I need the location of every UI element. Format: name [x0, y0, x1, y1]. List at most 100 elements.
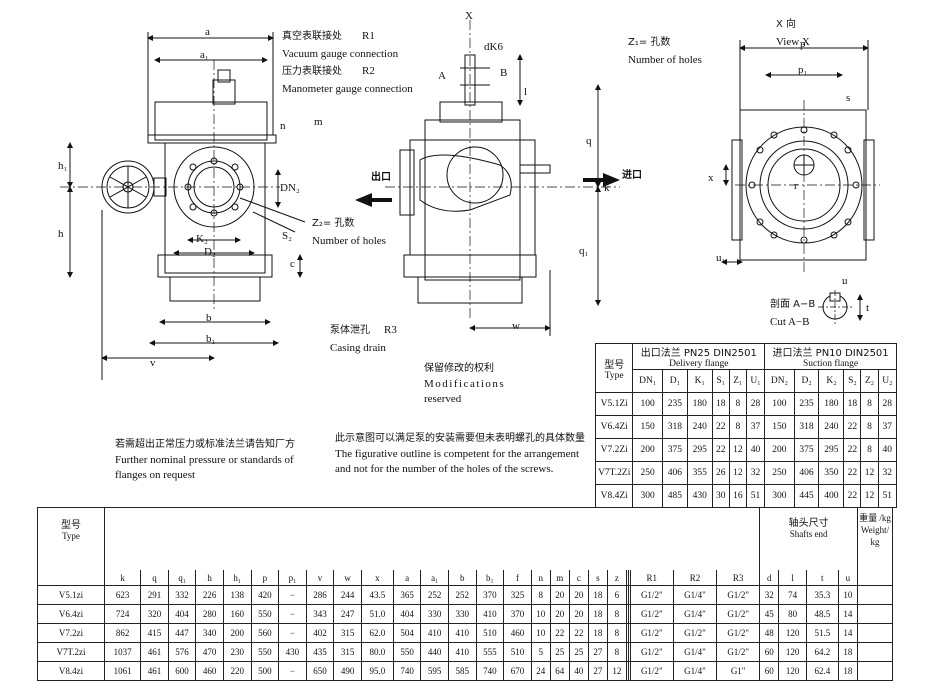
flange-col-header: S₂: [843, 369, 862, 393]
dim-h: h: [58, 228, 64, 240]
main-cell: 95.0: [360, 661, 394, 681]
flange-col-header: DN₁: [632, 369, 663, 393]
main-col-header: b₁: [475, 570, 505, 586]
view-x-caption: X 向 View X: [776, 14, 810, 50]
dim-m: m: [314, 116, 323, 128]
main-col-header: n: [530, 570, 551, 586]
main-cell: 447: [167, 623, 197, 643]
dim-n: n: [280, 120, 286, 132]
main-cell: 14: [837, 623, 859, 643]
callout-r3: 泵体泄孔 R3 Casing drain: [330, 320, 397, 356]
callout-r1: 真空表联接处 R1 Vacuum gauge connection: [282, 26, 398, 62]
main-cell: 315: [333, 623, 362, 643]
figure-note: 此示意图可以满足泵的安装需要但未表明螺孔的具体数量 The figurative…: [335, 430, 585, 476]
main-cell: 325: [503, 585, 532, 605]
flange-type-en: Type: [604, 370, 624, 381]
flange-cell: 22: [843, 484, 862, 508]
main-cell: 138: [222, 585, 252, 605]
flange-cell: 180: [686, 392, 713, 416]
flange-cell: 200: [764, 438, 795, 462]
main-cell: 420: [250, 585, 280, 605]
main-col-header: R1: [629, 570, 674, 586]
dimension-table: 型号 Type 轴头尺寸 Shafts end 重量 /kg Weight/ k…: [37, 507, 893, 681]
flange-cell: 8: [860, 392, 879, 416]
flange-col-header: D₂: [793, 369, 820, 393]
dim-k: k: [604, 182, 610, 194]
main-cell: 461: [140, 661, 169, 681]
main-cell: 64: [549, 661, 570, 681]
outlet-label: 出口: [371, 172, 391, 183]
main-cell: 64.2: [805, 642, 839, 662]
callout-z2: Z₂= 孔数 Number of holes: [312, 213, 386, 249]
main-cell: G1/2": [629, 642, 674, 662]
main-cell: G1": [716, 661, 761, 681]
fig-cn: 此示意图可以满足泵的安装需要但未表明螺孔的具体数量: [335, 433, 585, 444]
dim-c: c: [290, 258, 295, 270]
main-cell: 120: [778, 661, 807, 681]
main-col-header: z: [606, 570, 627, 586]
main-cell: 291: [140, 585, 169, 605]
main-cell: 20: [568, 585, 589, 605]
dim-v: v: [150, 357, 156, 369]
main-cell: 12: [606, 661, 627, 681]
main-col-header: f: [503, 570, 532, 586]
main-row-type: V8.4zi: [37, 661, 105, 681]
main-row-type: V6.4zi: [37, 604, 105, 624]
main-cell: 20: [568, 604, 589, 624]
flange-cell: 12: [860, 461, 879, 485]
main-cell: 600: [167, 661, 197, 681]
flange-cell: 40: [745, 438, 766, 462]
dim-h1: h₁: [58, 160, 68, 172]
dim-q: q: [586, 135, 592, 147]
main-cell: 14: [837, 604, 859, 624]
flange-cell: 100: [764, 392, 795, 416]
flange-col-header: K₂: [818, 369, 845, 393]
view-x: [721, 40, 880, 325]
flange-cell: 8: [860, 415, 879, 439]
shaft-en: Shafts end: [789, 529, 828, 539]
flange-cell: 8: [728, 415, 747, 439]
main-cell: 32: [759, 585, 780, 605]
dim-b: b: [206, 312, 212, 324]
flange-cell: 200: [632, 438, 663, 462]
main-cell: 252: [447, 585, 477, 605]
main-cell: 585: [447, 661, 477, 681]
r1-en: Vacuum gauge connection: [282, 48, 399, 60]
main-col-header: a: [392, 570, 422, 586]
delivery-header: 出口法兰 PN25 DIN2501 Delivery flange: [632, 343, 766, 370]
main-cell: 35.3: [805, 585, 839, 605]
main-cell: −: [278, 604, 307, 624]
flange-cell: 375: [793, 438, 820, 462]
main-cell: −: [278, 585, 307, 605]
main-cell: 20: [549, 585, 570, 605]
flange-cell: 150: [632, 415, 663, 439]
flange-cell: 32: [745, 461, 766, 485]
main-cell: 10: [530, 623, 551, 643]
flange-cell: 300: [764, 484, 795, 508]
z2-en: Number of holes: [312, 235, 386, 247]
main-cell: 460: [195, 661, 224, 681]
flange-cell: 485: [661, 484, 688, 508]
main-cell: G1/4": [672, 604, 718, 624]
main-type-en: Type: [62, 531, 80, 541]
flange-cell: 235: [661, 392, 688, 416]
dim-u: u: [842, 275, 848, 287]
dim-w: w: [512, 320, 520, 332]
flange-cell: 18: [711, 392, 730, 416]
inlet-label: 进口: [622, 170, 642, 181]
flange-type-header: 型号 Type: [594, 343, 634, 393]
press-cn: 若需超出正常压力或标准法兰请告知厂方: [115, 439, 295, 450]
main-cell: −: [278, 623, 307, 643]
flange-cell: 12: [860, 484, 879, 508]
flange-cell: 12: [728, 438, 747, 462]
main-cell: 320: [140, 604, 169, 624]
main-cell: G1/2": [629, 661, 674, 681]
flange-cell: 350: [818, 461, 845, 485]
pressure-note: 若需超出正常压力或标准法兰请告知厂方 Further nominal press…: [115, 436, 295, 482]
main-cell: 404: [392, 604, 422, 624]
main-cell: 595: [420, 661, 449, 681]
main-col-header: a₁: [420, 570, 449, 586]
r2-cn: 压力表联接处: [282, 66, 342, 77]
